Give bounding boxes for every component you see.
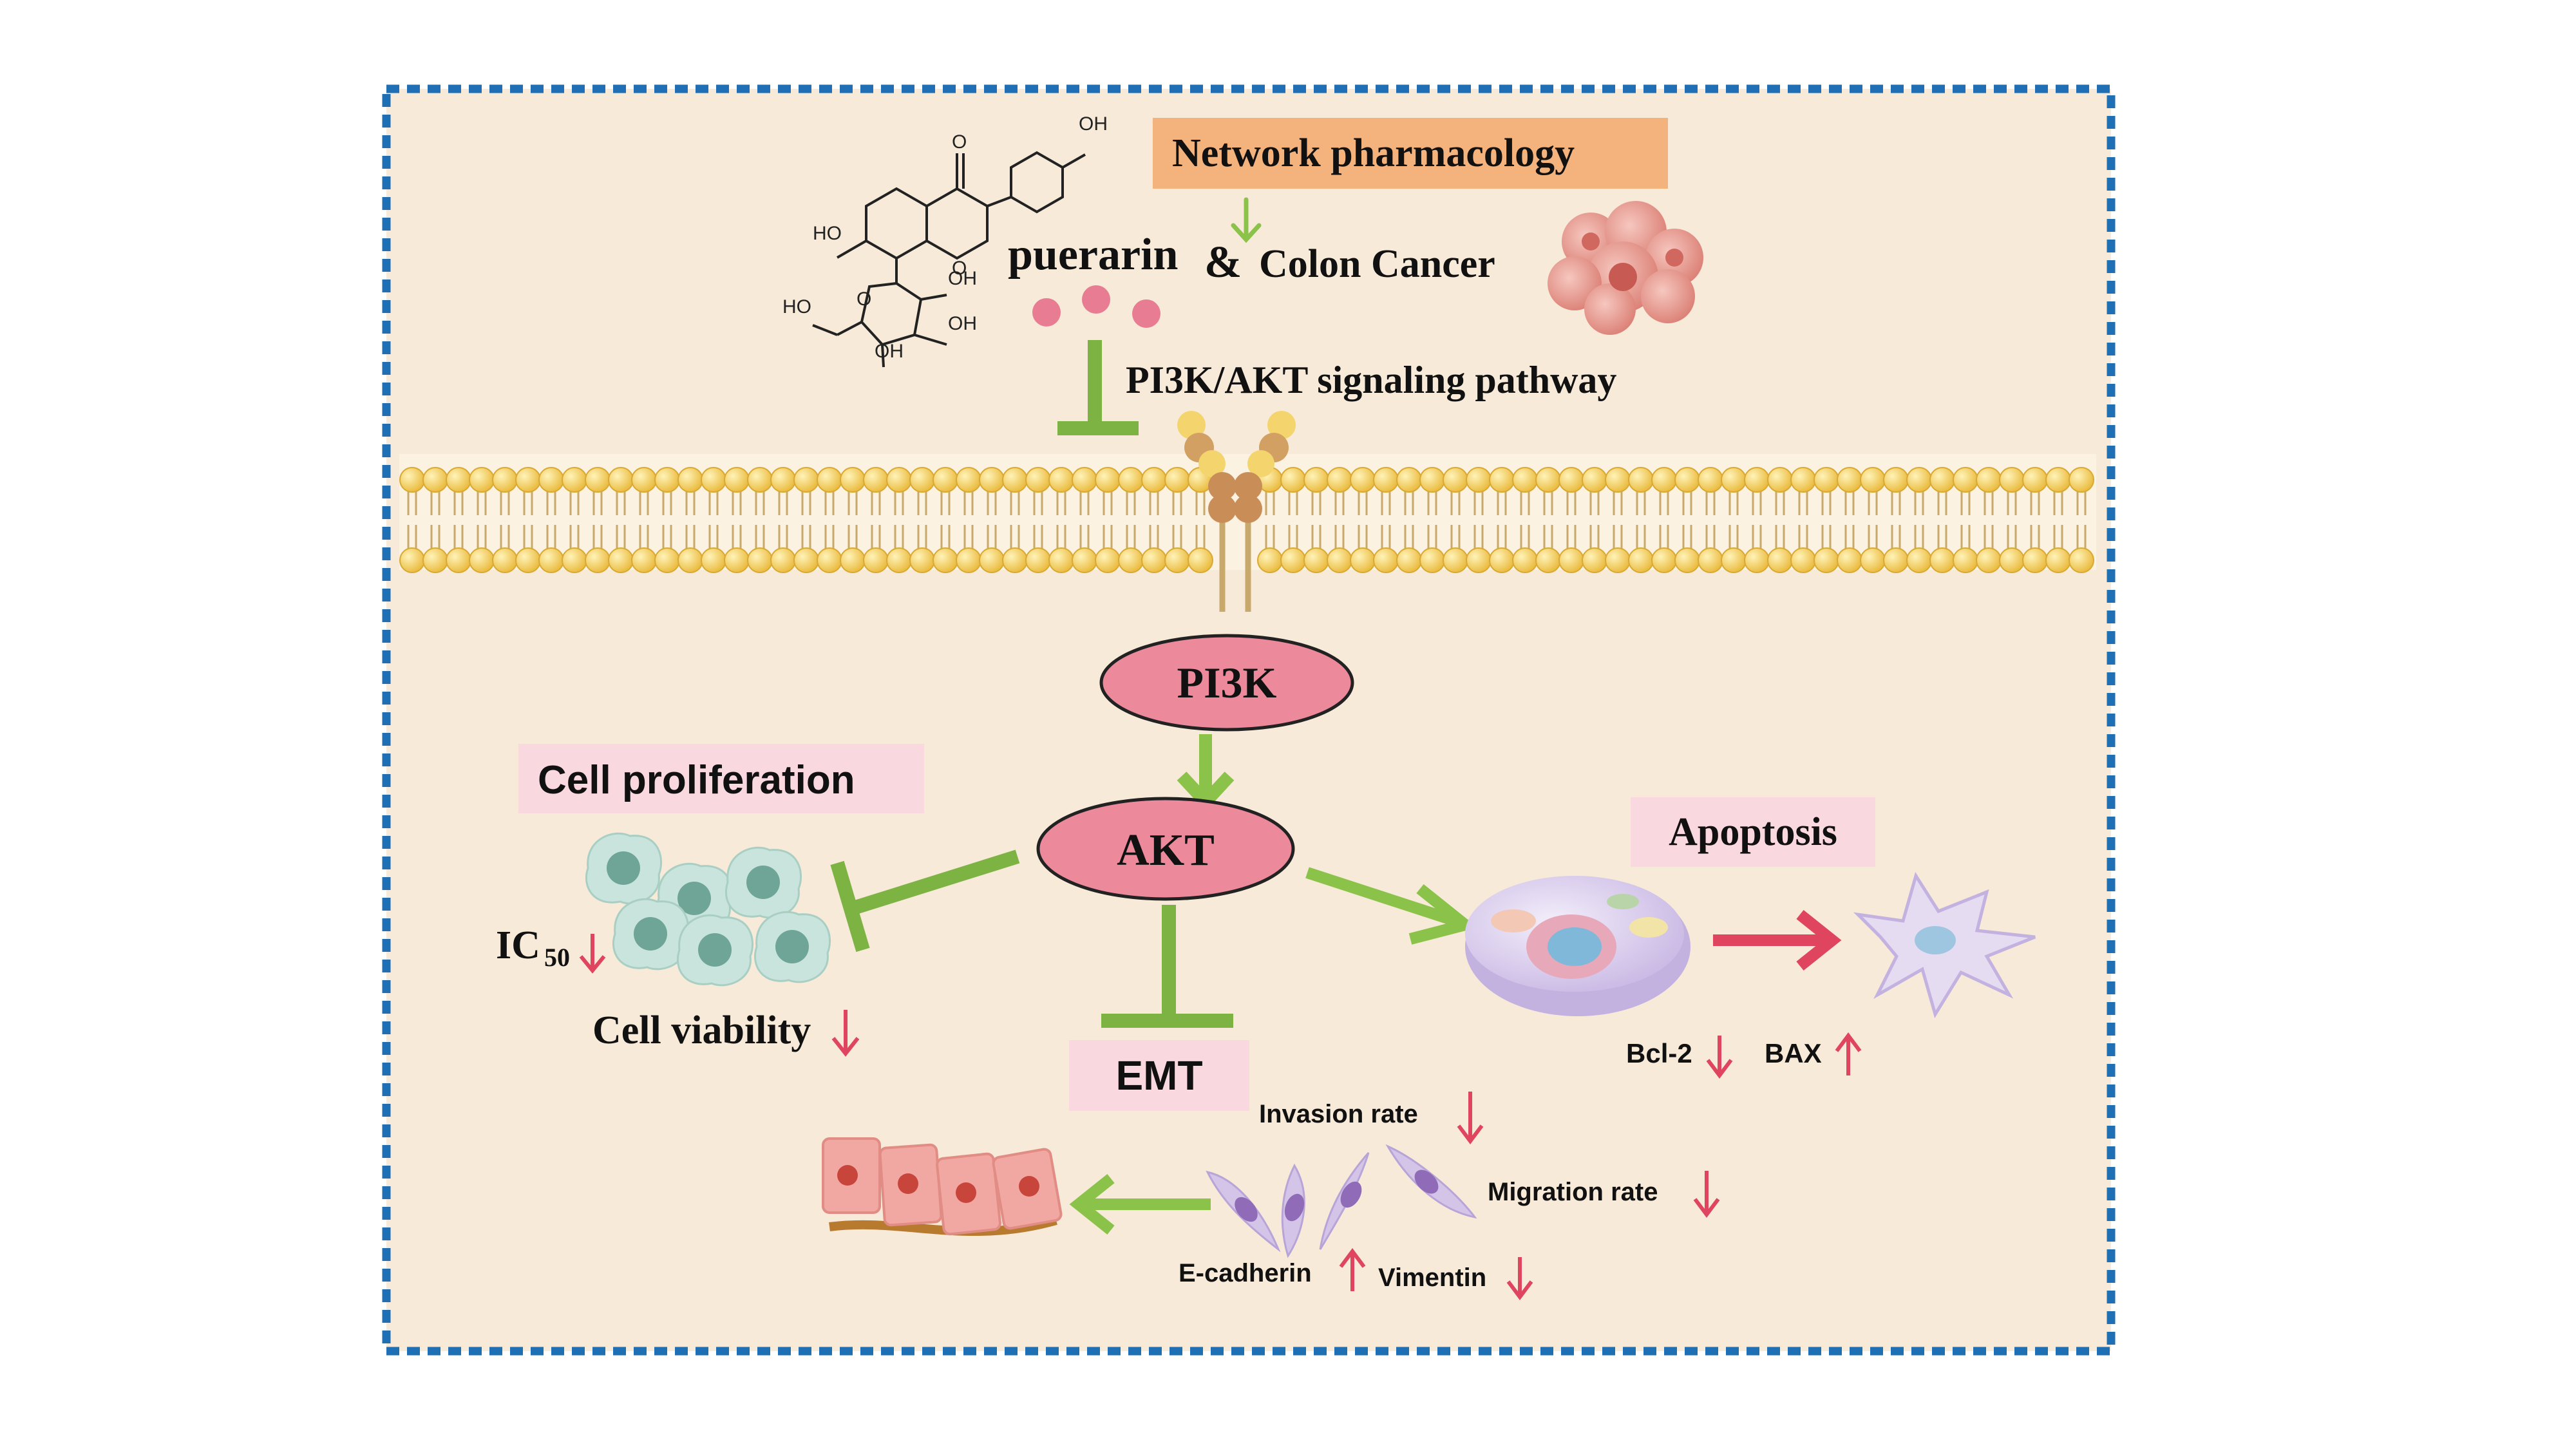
- pi3k-label: PI3K: [1177, 658, 1277, 707]
- apoptotic-cell-icon: [1853, 871, 2036, 1019]
- apoptosis-box: [1631, 797, 1875, 867]
- akt-apoptosis-arrow: [1305, 867, 1478, 945]
- ampersand: &: [1204, 238, 1242, 287]
- tumor-icon: [1548, 201, 1703, 335]
- network-arrow: [1231, 197, 1262, 243]
- ecadherin-up-arrow-icon: [1339, 1248, 1366, 1291]
- ic50-down-arrow-icon: [579, 934, 606, 974]
- bax-up-arrow-icon: [1835, 1032, 1862, 1075]
- mesenchymal-cells-icon: [1206, 1144, 1477, 1258]
- pathway-label: PI3K/AKT signaling pathway: [1126, 359, 1616, 401]
- bcl2-down-arrow-icon: [1706, 1036, 1733, 1079]
- ic50-label: IC: [496, 923, 540, 967]
- disease-label: Colon Cancer: [1259, 242, 1495, 286]
- diagram-frame: [382, 84, 2116, 1356]
- vimentin-down-arrow-icon: [1506, 1257, 1533, 1300]
- network-pharmacology-label: Network pharmacology: [1172, 131, 1575, 175]
- bax-label: BAX: [1765, 1038, 1822, 1068]
- proliferating-cells-icon: [585, 832, 831, 987]
- mol-oh-right2: OH: [948, 313, 977, 334]
- puerarin-structure: [812, 151, 1086, 368]
- receptor-icon: [1177, 411, 1296, 612]
- mol-ho-left: HO: [813, 223, 842, 244]
- vimentin-label: Vimentin: [1378, 1264, 1486, 1292]
- bcl2-label: Bcl-2: [1626, 1038, 1692, 1068]
- ic50-subscript: 50: [544, 943, 570, 972]
- emt-box: [1069, 1040, 1249, 1111]
- akt-node: [1036, 797, 1295, 901]
- epithelial-cells-icon: [822, 1137, 1063, 1236]
- migration-down-arrow-icon: [1693, 1171, 1720, 1218]
- drug-molecules: [1032, 285, 1160, 328]
- mol-o-carbonyl: O: [952, 131, 967, 153]
- network-pharmacology-box: [1153, 118, 1668, 189]
- migration-rate-label: Migration rate: [1488, 1178, 1658, 1206]
- cell-proliferation-box: [518, 744, 924, 813]
- cell-proliferation-label: Cell proliferation: [538, 758, 855, 802]
- pi3k-node: [1099, 634, 1354, 732]
- apoptosis-red-arrow: [1713, 909, 1842, 971]
- mol-oh-top: OH: [1079, 113, 1108, 135]
- invasion-rate-label: Invasion rate: [1259, 1100, 1418, 1128]
- cell-viability-label: Cell viability: [592, 1009, 811, 1052]
- mol-o-ring: O: [952, 258, 967, 279]
- mol-oh-right1: OH: [948, 268, 977, 289]
- akt-proliferation-inhibition: [830, 849, 1020, 952]
- mol-o-sugar: O: [857, 289, 871, 310]
- e-cadherin-label: E-cadherin: [1179, 1259, 1312, 1287]
- invasion-down-arrow-icon: [1457, 1092, 1484, 1144]
- mol-oh-bottom: OH: [875, 341, 904, 362]
- viability-down-arrow-icon: [831, 1010, 860, 1057]
- akt-emt-inhibition: [1101, 905, 1233, 1028]
- mol-ho-sugar: HO: [782, 296, 811, 317]
- apoptosis-label: Apoptosis: [1669, 810, 1837, 854]
- inhibition-symbol: [1057, 340, 1139, 435]
- akt-label: AKT: [1117, 826, 1215, 875]
- emt-label: EMT: [1115, 1052, 1202, 1099]
- emt-reversal-arrow: [1069, 1173, 1211, 1235]
- compound-label: puerarin: [1008, 230, 1178, 279]
- healthy-cell-icon: [1465, 876, 1690, 1016]
